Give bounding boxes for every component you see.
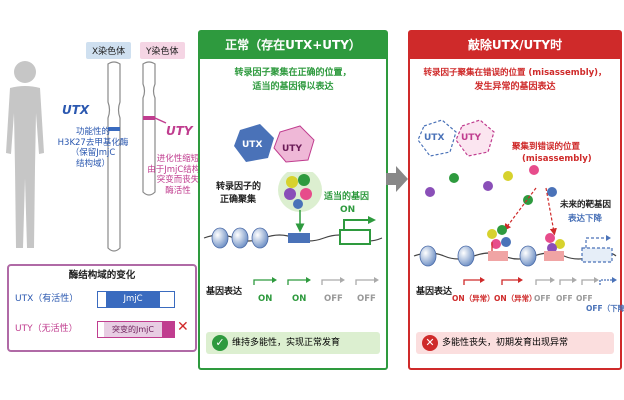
enzyme-structure-box: 酶结构域的变化 UTX（有活性） JmjC UTY（无活性） 突变的JmjC ✕ — [7, 264, 197, 352]
normal-expression-label: 基因表达 — [206, 287, 243, 297]
uty-knockout-icon — [455, 119, 495, 157]
knockout-expr-6: OFF（下降） — [586, 304, 624, 313]
uty-protein-bar: 突变的JmjC — [97, 321, 175, 338]
knockout-expr-3: OFF — [534, 294, 551, 303]
utx-protein-icon — [234, 124, 274, 162]
normal-desc-line1: 转录因子聚集在正确的位置， — [234, 68, 352, 78]
normal-desc-line2: 适当的基因得以表达 — [252, 82, 334, 92]
chromosome-diagram — [107, 61, 167, 252]
knockout-expr-2: ON（异常） — [494, 294, 537, 303]
appropriate-gene-label-line1: 适当的基因 — [324, 192, 370, 202]
tf-assembly-label-line2: 正确聚集 — [220, 195, 257, 205]
knockout-chromatin-diagram — [413, 165, 617, 267]
normal-uty-label: UTY — [282, 144, 302, 154]
transition-arrow-icon — [386, 166, 408, 192]
future-target-label-line2: 表达下降 — [568, 214, 603, 224]
enzyme-structure-title: 酶结构域的变化 — [68, 270, 136, 281]
knockout-result-badge: ✕ 多能性丧失，初期发育出现异常 — [416, 332, 614, 354]
appropriate-gene-label-line2: ON — [340, 205, 356, 215]
human-silhouette-icon — [6, 61, 44, 248]
utx-description: 功能性的 H3K27去甲基化酶 （保留JmjC 结构域） — [57, 127, 129, 169]
normal-expr-1: ON — [258, 294, 273, 304]
tf-assembly-label-line1: 转录因子的 — [216, 182, 262, 192]
utx-knockout-icon — [417, 119, 457, 157]
knockout-panel: 敲除UTX/UTY时 转录因子聚集在错误的位置 (misassembly)， 发… — [408, 30, 624, 370]
misassembly-label-line1: 聚集到错误的位置 — [512, 142, 581, 152]
future-target-label-line1: 未来的靶基因 — [560, 200, 612, 210]
error-cross-icon: ✕ — [422, 335, 438, 351]
mutant-jmjc-domain: 突变的JmjC — [104, 322, 162, 337]
knockout-expr-1: ON（异常） — [452, 294, 495, 303]
normal-result-text: 维持多能性，实现正常发育 — [232, 338, 341, 348]
uty-description: 进化性缩短 由于JmjC结构域 突变而丧失 酶活性 — [147, 154, 209, 196]
inactive-cross-icon: ✕ — [177, 319, 189, 335]
knockout-uty-label: UTY — [461, 133, 481, 143]
normal-proteins — [234, 124, 315, 163]
normal-expr-3: OFF — [324, 294, 343, 304]
knockout-utx-label: UTX — [424, 133, 445, 143]
knockout-panel-title: 敲除UTX/UTY时 — [410, 32, 620, 59]
x-chromosome-label: X染色体 — [86, 42, 132, 59]
knockout-expr-4: OFF — [556, 294, 573, 303]
knockout-expression-label: 基因表达 — [416, 287, 453, 297]
jmjc-domain: JmjC — [106, 292, 160, 307]
knockout-proteins — [417, 119, 495, 157]
uty-inactive-label: UTY（无活性） — [15, 324, 78, 334]
knockout-result-text: 多能性丧失，初期发育出现异常 — [442, 338, 569, 348]
uty-gene-name: UTY — [166, 124, 193, 138]
knockout-desc-line2: 发生异常的基因表达 — [474, 82, 556, 92]
utx-gene-name: UTX — [62, 103, 90, 117]
knockout-desc-line1: 转录因子聚集在错误的位置 (misassembly)， — [423, 68, 607, 78]
utx-active-label: UTX（有活性） — [15, 294, 79, 304]
uty-tail — [162, 322, 174, 337]
normal-expression-arrows — [253, 277, 379, 285]
knockout-expr-5: OFF — [576, 294, 593, 303]
normal-chromatin-diagram — [203, 172, 383, 249]
misassembly-label-line2: (misassembly) — [522, 154, 592, 164]
y-chromosome-label: Y染色体 — [140, 42, 185, 59]
normal-panel-title: 正常（存在UTX+UTY） — [200, 32, 386, 59]
utx-protein-bar: JmjC — [97, 291, 175, 308]
normal-expr-2: ON — [292, 294, 307, 304]
knockout-expression-arrows — [463, 277, 617, 285]
uty-protein-icon — [273, 125, 315, 163]
normal-result-badge: ✓ 维持多能性，实现正常发育 — [206, 332, 380, 354]
normal-expr-4: OFF — [357, 294, 376, 304]
normal-panel: 正常（存在UTX+UTY） 转录因子聚集在正确的位置， 适当的基因得以表达 UT… — [198, 30, 388, 370]
normal-utx-label: UTX — [242, 140, 263, 150]
check-icon: ✓ — [212, 335, 228, 351]
